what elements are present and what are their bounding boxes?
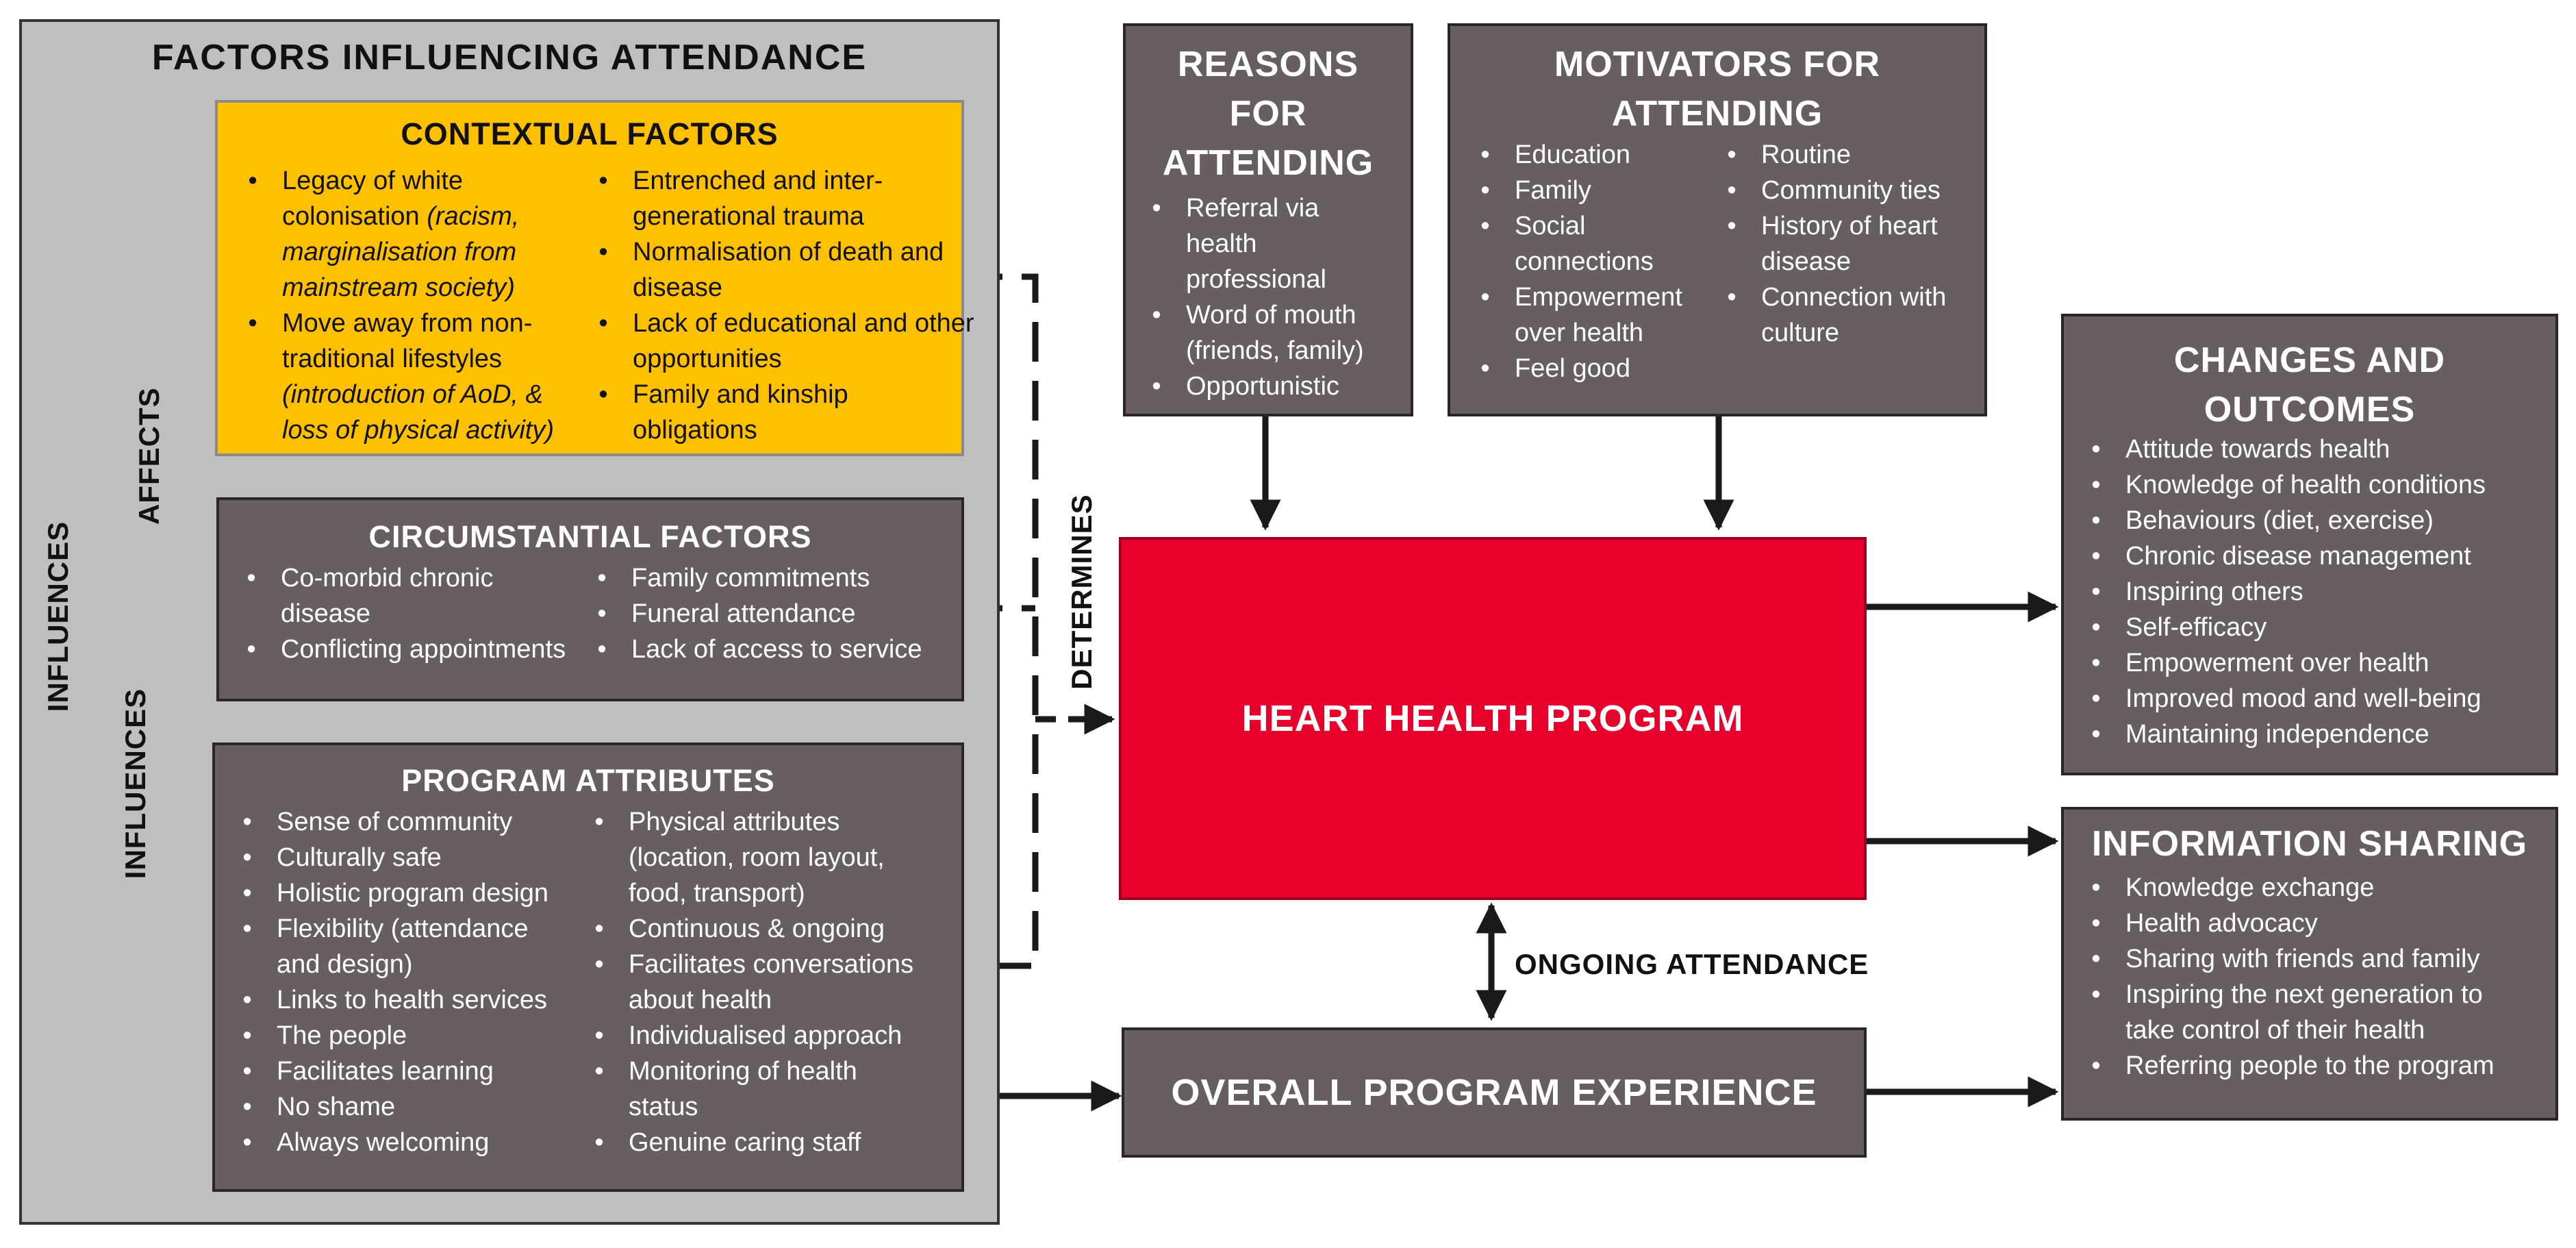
motivators-title: MOTIVATORS FOR ATTENDING — [1554, 45, 1881, 134]
list-item: Genuine caring staff — [589, 1125, 930, 1160]
list-item: Sense of community — [237, 804, 598, 840]
list-item: Maintaining independence — [2086, 716, 2576, 752]
changes-outcomes-box: CHANGES AND OUTCOMES Attitude towards he… — [2061, 314, 2558, 775]
list-item: Chronic disease management — [2086, 538, 2576, 574]
determines-label: DETERMINES — [1065, 494, 1098, 690]
contextual-title: CONTEXTUAL FACTORS — [401, 116, 779, 151]
list-item: Links to health services — [237, 982, 598, 1018]
list-item: No shame — [237, 1089, 598, 1125]
list-item: Holistic program design — [237, 875, 598, 911]
list-item: Conflicting appointments — [241, 632, 623, 667]
list-item: Facilitates conversations about health — [589, 947, 930, 1018]
motivators-box: MOTIVATORS FOR ATTENDING Education Famil… — [1448, 23, 1987, 416]
list-item: Behaviours (diet, exercise) — [2086, 503, 2576, 538]
list-item: Inspiring others — [2086, 574, 2576, 610]
list-item: Community ties — [1721, 173, 2008, 208]
affects-label: AFFECTS — [133, 387, 165, 525]
circumstantial-col2: Family commitments Funeral attendance La… — [592, 560, 987, 667]
list-item: Connection with culture — [1721, 279, 1967, 351]
list-item: Individualised approach — [589, 1018, 930, 1053]
list-item: Knowledge exchange — [2086, 870, 2576, 906]
circumstantial-factors-box: CIRCUMSTANTIAL FACTORS Co-morbid chronic… — [216, 497, 964, 701]
program-attributes-title: PROGRAM ATTRIBUTES — [401, 763, 775, 798]
list-item: Knowledge of health conditions — [2086, 467, 2576, 503]
influences-inner-label: INFLUENCES — [119, 688, 151, 879]
list-item: Inspiring the next generation to take co… — [2086, 977, 2536, 1048]
heart-program-title: HEART HEALTH PROGRAM — [1241, 698, 1744, 739]
list-item: Flexibility (attendance and design) — [237, 911, 551, 982]
list-item: Continuous & ongoing — [589, 911, 930, 947]
list-item: Attitude towards health — [2086, 432, 2576, 467]
list-item: Funeral attendance — [592, 596, 987, 632]
list-item: Culturally safe — [237, 840, 598, 875]
heart-health-program-box: HEART HEALTH PROGRAM — [1119, 537, 1867, 900]
list-item: Improved mood and well-being — [2086, 681, 2576, 716]
list-item: Education — [1475, 137, 1741, 173]
reasons-list: Referral via health professional Word of… — [1146, 190, 1419, 404]
list-item: Self-efficacy — [2086, 610, 2576, 645]
list-item: Lack of educational and other opportunit… — [593, 305, 975, 377]
information-sharing-box: INFORMATION SHARING Knowledge exchange H… — [2061, 807, 2558, 1121]
list-item: Social connections — [1475, 208, 1679, 279]
contextual-col2: Entrenched and inter-generational trauma… — [593, 163, 975, 448]
program-attributes-col1: Sense of community Culturally safe Holis… — [237, 804, 598, 1160]
list-item: Referral via health professional — [1146, 190, 1371, 297]
reasons-title: REASONS FOR ATTENDING — [1162, 45, 1374, 183]
changes-list: Attitude towards health Knowledge of hea… — [2086, 432, 2576, 752]
changes-title: CHANGES AND OUTCOMES — [2173, 340, 2446, 429]
contextual-factors-box: CONTEXTUAL FACTORS Legacy of white colon… — [215, 100, 974, 456]
circumstantial-title: CIRCUMSTANTIAL FACTORS — [368, 519, 812, 554]
circumstantial-col1: Co-morbid chronic disease Conflicting ap… — [241, 560, 623, 667]
motivators-col2: Routine Community ties History of heart … — [1721, 137, 2008, 351]
program-attributes-box: PROGRAM ATTRIBUTES Sense of community Cu… — [212, 742, 964, 1192]
list-item: Facilitates learning — [237, 1053, 598, 1089]
list-item: The people — [237, 1018, 598, 1053]
list-item: Family — [1475, 173, 1741, 208]
list-item: Entrenched and inter-generational trauma — [593, 163, 975, 234]
list-item: Lack of access to service — [592, 632, 987, 667]
list-item: Physical attributes (location, room layo… — [589, 804, 930, 911]
list-item: History of heart disease — [1721, 208, 1960, 279]
list-item: Always welcoming — [237, 1125, 598, 1160]
motivators-col1: Education Family Social connections Empo… — [1475, 137, 1741, 386]
list-item: Sharing with friends and family — [2086, 941, 2576, 977]
factors-title: FACTORS INFLUENCING ATTENDANCE — [151, 38, 868, 77]
list-item: Normalisation of death and disease — [593, 234, 975, 305]
ongoing-attendance-label: ONGOING ATTENDANCE — [1515, 948, 1869, 980]
list-item: Empowerment over health — [1475, 279, 1713, 351]
program-attributes-col2: Physical attributes (location, room layo… — [589, 804, 930, 1160]
list-item: Co-morbid chronic disease — [241, 560, 520, 632]
reasons-box: REASONS FOR ATTENDING Referral via healt… — [1123, 23, 1413, 416]
list-item: Move away from non-traditional lifestyle… — [242, 305, 583, 448]
list-item: Legacy of white colonisation (racism, ma… — [242, 163, 583, 305]
influences-outer-label: INFLUENCES — [42, 521, 74, 712]
list-item: Referring people to the program — [2086, 1048, 2576, 1084]
info-sharing-list: Knowledge exchange Health advocacy Shari… — [2086, 870, 2576, 1084]
info-sharing-title: INFORMATION SHARING — [2091, 824, 2528, 864]
list-item: Feel good — [1475, 351, 1741, 386]
list-item: Family and kinship obligations — [593, 377, 975, 448]
list-item: Family commitments — [592, 560, 987, 596]
list-item: Word of mouth (friends, family) — [1146, 297, 1419, 369]
list-item: Routine — [1721, 137, 2008, 173]
list-item: Health advocacy — [2086, 906, 2576, 941]
overall-experience-box: OVERALL PROGRAM EXPERIENCE — [1122, 1027, 1867, 1158]
list-item: Opportunistic — [1146, 369, 1419, 404]
overall-experience-title: OVERALL PROGRAM EXPERIENCE — [1171, 1072, 1817, 1113]
list-item: Monitoring of health status — [589, 1053, 875, 1125]
list-item: Empowerment over health — [2086, 645, 2576, 681]
contextual-col1: Legacy of white colonisation (racism, ma… — [242, 163, 583, 448]
